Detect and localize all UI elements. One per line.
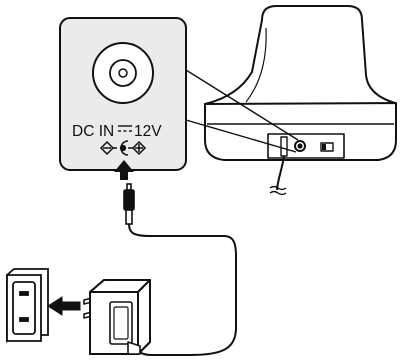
dc-plug-body	[123, 189, 135, 211]
polarity-center-dot	[119, 144, 127, 152]
port-label: DC IN	[72, 123, 114, 140]
ac-adapter-right-face	[137, 279, 151, 355]
base-switch	[320, 142, 334, 152]
ac-adapter-cable-exit	[127, 341, 141, 355]
polarity-plus-diamond	[131, 140, 147, 156]
voltage-label: 12V	[134, 123, 162, 140]
base-switch-knob	[322, 144, 326, 150]
callout-jack-center	[118, 68, 128, 78]
dc-plug-tip	[126, 183, 132, 191]
dc-symbol-icon	[118, 125, 132, 132]
plug-in-arrow-icon	[47, 296, 81, 316]
base-body	[204, 102, 397, 161]
base-cord-break-mark	[269, 185, 287, 196]
connect-arrow-icon	[114, 160, 134, 180]
wall-outlet-slot-bottom	[19, 317, 29, 322]
ac-adapter-panel-inner	[113, 306, 129, 340]
ac-adapter	[83, 279, 151, 355]
dc-cable	[128, 223, 237, 356]
charging-base	[204, 5, 397, 161]
base-cord-slot	[280, 136, 288, 157]
callout-pointer-bottom	[185, 119, 297, 153]
base-cradle	[204, 5, 396, 117]
base-cord	[276, 155, 285, 191]
callout-pointer-top	[185, 69, 299, 141]
wall-outlet	[6, 268, 49, 343]
dc-plug-strain-relief	[125, 209, 133, 225]
polarity-icon	[99, 140, 147, 156]
base-cradle-inner-line	[245, 27, 267, 103]
dc-plug	[123, 183, 135, 225]
base-dc-jack-pin	[297, 143, 303, 149]
wall-outlet-face	[12, 281, 36, 335]
wall-outlet-slot-top	[19, 291, 29, 296]
